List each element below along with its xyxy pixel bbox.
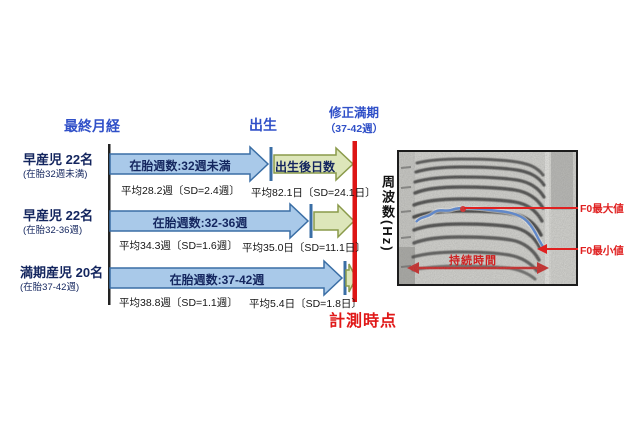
noise-overlay [399, 152, 576, 284]
row2-birth-tick [309, 204, 313, 238]
row1-postnatal-mean: 平均82.1日〔SD=24.1日〕 [251, 187, 376, 199]
label-corrected-term: 修正満期 [328, 106, 379, 120]
measurement-red-line [352, 141, 357, 302]
row3-gestation-label: 在胎週数:37-42週 [169, 273, 265, 287]
row1-birth-tick [269, 147, 273, 181]
f0-min-label: F0最小値 [580, 245, 624, 257]
row2-group-sub: (在胎32-36週) [23, 225, 83, 236]
f0-max-line [464, 207, 578, 209]
f0-min-arrowhead-icon [537, 244, 547, 254]
row2-gestation-label: 在胎週数:32-36週 [152, 216, 248, 230]
row2-gestation-mean: 平均34.3週〔SD=1.6週〕 [119, 240, 238, 252]
row1-gestation-mean: 平均28.2週〔SD=2.4週〕 [121, 185, 240, 197]
frequency-axis-label: 周波数(Hz) [380, 175, 395, 253]
spectrogram-image [397, 150, 578, 286]
row1-postnatal-label: 出生後日数 [275, 160, 336, 174]
row3-gestation-mean: 平均38.8週〔SD=1.1週〕 [119, 297, 238, 309]
row3-group-sub: (在胎37-42週) [20, 282, 80, 293]
f0-min-line [546, 248, 578, 250]
row1-group-sub: (在胎32週未満) [23, 169, 88, 180]
row3-group-label: 満期産児 20名 [20, 265, 104, 280]
label-corrected-term-range: （37-42週） [324, 123, 384, 135]
row3-postnatal-mean: 平均5.4日〔SD=1.8日〕 [249, 298, 362, 310]
row1-gestation-arrow [109, 145, 270, 183]
f0-max-label: F0最大値 [580, 203, 624, 215]
row2-group-label: 早産児 22名 [23, 208, 94, 223]
row1-group-label: 早産児 22名 [23, 152, 94, 167]
row1-gestation-label: 在胎週数:32週未満 [129, 159, 231, 173]
row2-postnatal-arrow [313, 203, 356, 239]
label-birth: 出生 [249, 117, 277, 133]
row3-gestation-arrow [109, 259, 344, 297]
row2-gestation-arrow [109, 202, 310, 240]
label-last-menstruation: 最終月経 [64, 118, 120, 134]
row2-postnatal-mean: 平均35.0日〔SD=11.1日〕 [242, 242, 366, 254]
duration-label: 持続時間 [449, 255, 497, 267]
row1-postnatal-arrow [273, 146, 355, 182]
row3-birth-tick [343, 261, 347, 295]
label-measurement-point: 計測時点 [329, 313, 398, 330]
spectrogram-canvas [399, 152, 576, 284]
